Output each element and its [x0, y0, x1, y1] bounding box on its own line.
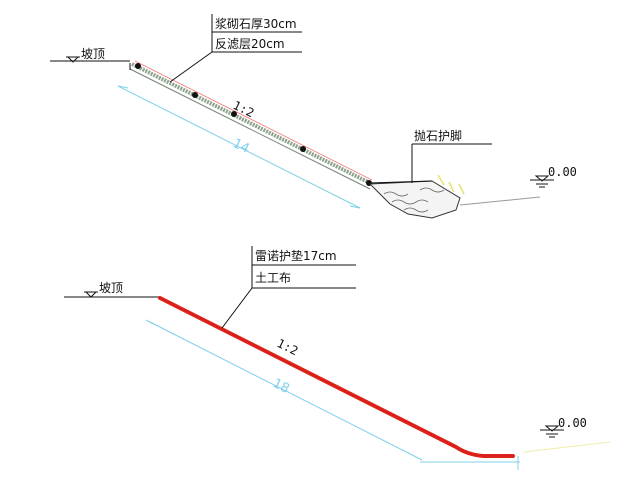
top-callout-line2: 反滤层20cm [215, 37, 285, 51]
bottom-reno-mattress [158, 296, 515, 458]
bottom-dimension-line [145, 319, 520, 470]
bottom-section: 坡顶 雷诺护垫17cm 土工布 1:2 18 0.00 [64, 246, 611, 470]
top-length-dim: 14 [230, 136, 251, 157]
bottom-water-level-symbol [540, 425, 564, 438]
top-callout-line1: 浆砌石厚30cm [215, 16, 297, 31]
bottom-callout-line2: 土工布 [255, 271, 291, 285]
bottom-water-surface [523, 441, 611, 453]
top-water-level-symbol [530, 175, 554, 188]
bottom-reno-texture [159, 297, 513, 457]
top-section: 坡顶 浆砌石厚30cm 反滤层20cm 1:2 [50, 14, 577, 219]
top-yellow-marks [437, 174, 465, 195]
top-water-level-label: 0.00 [548, 165, 577, 179]
top-toe-callout [411, 143, 492, 183]
top-crest-label: 坡顶 [81, 47, 105, 61]
bottom-length-dim: 18 [270, 376, 291, 397]
bottom-callout-line1: 雷诺护垫17cm [255, 248, 337, 263]
top-riprap-toe [368, 180, 541, 219]
top-toe-label: 抛石护脚 [414, 128, 462, 143]
bottom-water-level-label: 0.00 [558, 416, 587, 430]
top-crest-marker [66, 56, 80, 63]
bottom-crest-label: 坡顶 [99, 281, 123, 295]
bottom-callout [221, 246, 356, 329]
bottom-slope-ratio: 1:2 [275, 336, 301, 358]
bottom-crest-marker [84, 291, 98, 298]
top-dimension-line [117, 85, 361, 209]
top-masonry-band [129, 60, 373, 190]
top-slope-dots [135, 63, 372, 186]
top-callout [169, 14, 302, 83]
